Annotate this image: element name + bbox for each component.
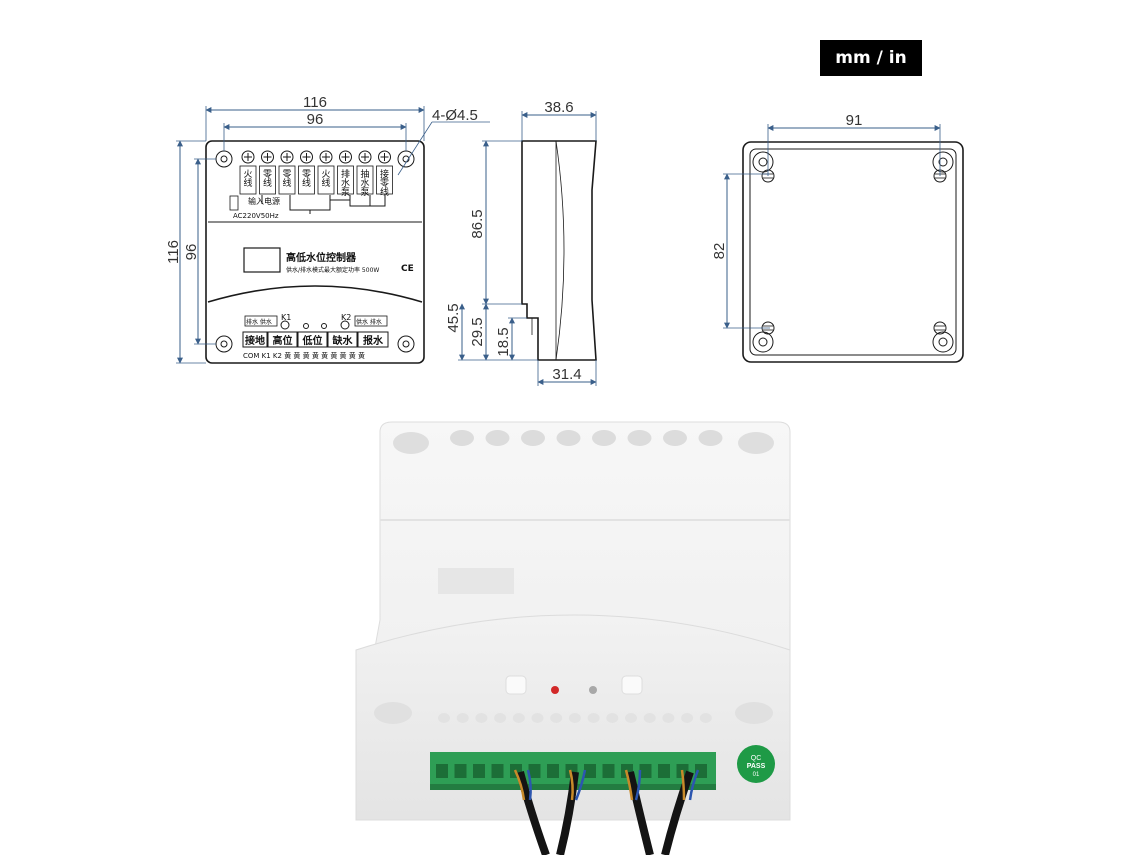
top-terminal-label: 零线 xyxy=(302,169,311,189)
dim-holes: 4-Ø4.5 xyxy=(432,107,478,124)
voltage-label: AC220V50Hz xyxy=(233,212,279,220)
unit-badge: mm / in xyxy=(820,40,922,76)
terminal-screw xyxy=(319,150,333,164)
terminal-screw xyxy=(378,150,391,164)
terminal-screw xyxy=(339,150,352,164)
dim-back-hole-spacing-y: 82 xyxy=(711,243,728,260)
dim-back-hole-spacing-x: 91 xyxy=(846,112,863,129)
switch-k2-label: K2 xyxy=(341,313,351,322)
bottom-terminal-box xyxy=(327,331,358,348)
mount-hole xyxy=(752,331,774,353)
bottom-terminal-label: 报水 xyxy=(363,334,384,347)
top-terminal-label: 火线 xyxy=(321,169,330,189)
dim-depth-bottom: 31.4 xyxy=(552,366,581,383)
top-terminal-label: 火线 xyxy=(243,169,252,189)
top-terminal-label: 抽水泵 xyxy=(360,168,369,198)
top-terminal-label: 零线 xyxy=(282,169,291,189)
terminal-screw xyxy=(280,150,294,164)
dim-height-b: 45.5 xyxy=(445,303,462,332)
device-subtitle: 供水/排水模式最大额定功率 500W xyxy=(286,266,379,274)
qc-label-3: 01 xyxy=(753,772,760,778)
qc-label-2: PASS xyxy=(747,763,766,770)
switch-k1-label: K1 xyxy=(281,313,291,322)
bottom-pin-text: COM K1 K2 黄 黄 黄 黄 黄 黄 黄 黄 黄 xyxy=(243,351,365,360)
top-terminal-label: 接零线 xyxy=(380,168,389,198)
bottom-terminal-label: 接地 xyxy=(245,334,265,347)
terminal-screw xyxy=(300,150,313,164)
mount-hole xyxy=(397,335,415,353)
dim-overall-height: 116 xyxy=(165,240,182,264)
bottom-terminal-label: 缺水 xyxy=(332,334,354,347)
bottom-terminal-label: 低位 xyxy=(302,334,323,347)
top-terminal-label: 排水泵 xyxy=(341,168,350,198)
mount-hole xyxy=(932,151,954,173)
mount-hole xyxy=(752,151,774,173)
device-title: 高低水位控制器 xyxy=(286,251,357,264)
switch-left-text: 排水 供水 xyxy=(246,318,272,326)
mount-hole xyxy=(932,331,954,353)
mount-hole xyxy=(215,150,233,168)
dim-height-a: 86.5 xyxy=(469,209,486,238)
mount-hole xyxy=(215,335,233,353)
qc-pass-sticker: QC PASS 01 xyxy=(737,745,775,783)
top-terminal-label: 零线 xyxy=(263,169,272,189)
input-power-label: 输入电源 xyxy=(248,196,280,206)
dim-hole-spacing-y: 96 xyxy=(183,244,200,261)
dim-overall-width: 116 xyxy=(303,94,327,111)
bottom-terminal-box xyxy=(242,331,268,348)
back-view: 91 82 xyxy=(711,112,964,363)
dim-height-d: 18.5 xyxy=(495,327,512,356)
terminal-screw xyxy=(241,150,255,164)
boss xyxy=(933,321,947,335)
switch-right-text: 供水 排水 xyxy=(356,318,382,326)
dim-depth-top: 38.6 xyxy=(544,99,573,116)
terminal-screw xyxy=(358,150,372,164)
side-view: 38.6 86.5 45.5 29.5 18.5 31.4 xyxy=(445,99,597,386)
dim-hole-spacing-x: 96 xyxy=(307,111,324,128)
bottom-terminal-box xyxy=(357,331,389,348)
bottom-terminal-box xyxy=(297,331,328,348)
ce-mark: CE xyxy=(401,264,414,274)
bottom-terminal-label: 高位 xyxy=(273,334,293,347)
product-illustration: QC PASS 01 xyxy=(355,421,791,855)
qc-label-1: QC xyxy=(751,755,762,762)
dim-height-c: 29.5 xyxy=(469,317,486,346)
terminal-screw xyxy=(261,150,274,164)
bottom-terminal-box xyxy=(267,331,298,348)
